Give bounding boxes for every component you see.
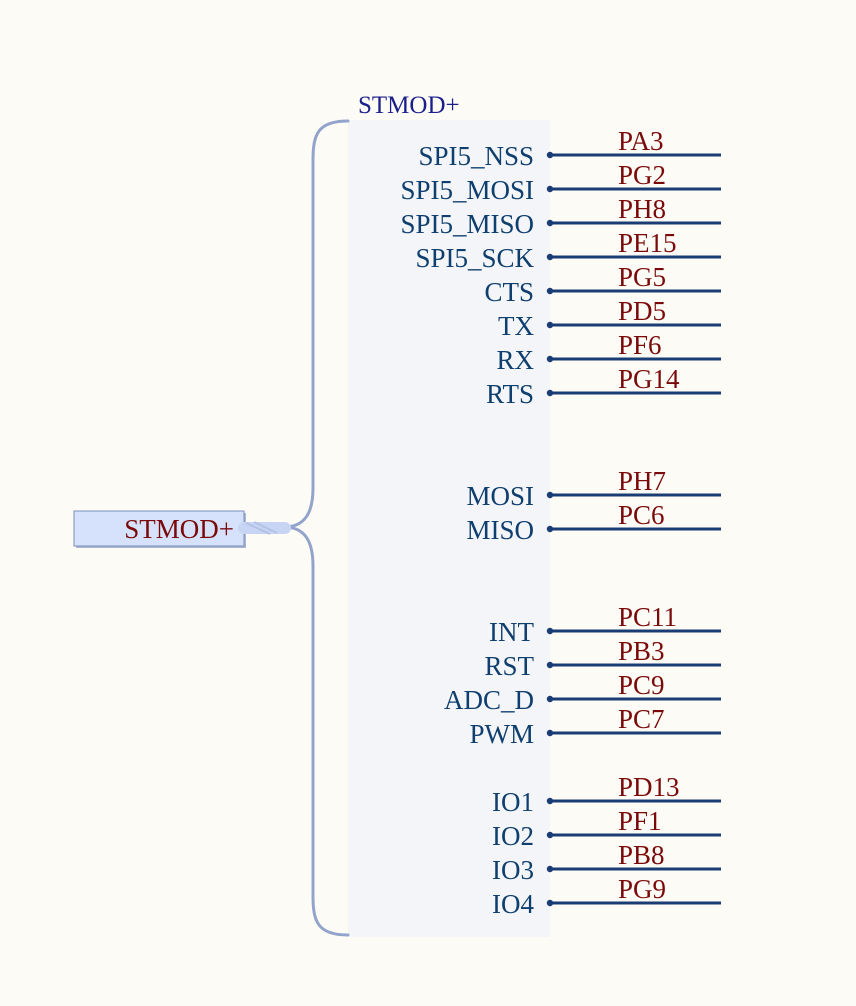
pin-connection-dot xyxy=(546,831,554,839)
pin-label: SPI5_NSS xyxy=(418,141,534,171)
harness-body[interactable] xyxy=(348,120,550,937)
pin-label: TX xyxy=(498,311,534,341)
net-label: PG5 xyxy=(618,262,666,292)
pin-label: IO3 xyxy=(492,855,534,885)
pin-label: RX xyxy=(496,345,534,375)
pin-connection-dot xyxy=(546,253,554,261)
pin-connection-dot xyxy=(546,525,554,533)
net-label: PC6 xyxy=(618,500,665,530)
pin-row[interactable]: SPI5_MISO PH8 xyxy=(400,194,721,239)
pin-label: IO2 xyxy=(492,821,534,851)
net-label: PG9 xyxy=(618,874,666,904)
pin-connection-dot xyxy=(546,151,554,159)
net-label: PC7 xyxy=(618,704,665,734)
pin-connection-dot xyxy=(546,695,554,703)
pin-connection-dot xyxy=(546,729,554,737)
pin-label: RTS xyxy=(486,379,534,409)
net-label: PD5 xyxy=(618,296,666,326)
pin-row[interactable]: IO3 PB8 xyxy=(492,840,721,885)
net-label: PF6 xyxy=(618,330,662,360)
net-label: PH7 xyxy=(618,466,666,496)
net-label: PA3 xyxy=(618,126,664,156)
pin-label: CTS xyxy=(484,277,534,307)
pin-row[interactable]: RX PF6 xyxy=(496,330,721,375)
pin-row[interactable]: RST PB3 xyxy=(484,636,721,681)
pin-label: SPI5_SCK xyxy=(415,243,534,273)
pin-connection-dot xyxy=(546,321,554,329)
net-label: PH8 xyxy=(618,194,666,224)
pin-row[interactable]: MOSI PH7 xyxy=(466,466,721,511)
net-label: PD13 xyxy=(618,772,680,802)
pin-row[interactable]: CTS PG5 xyxy=(484,262,721,307)
pin-label: PWM xyxy=(469,719,534,749)
net-label: PC11 xyxy=(618,602,677,632)
pin-row[interactable]: SPI5_NSS PA3 xyxy=(418,126,721,171)
pin-row[interactable]: MISO PC6 xyxy=(466,500,721,545)
pin-connection-dot xyxy=(546,355,554,363)
pin-connection-dot xyxy=(546,661,554,669)
pin-connection-dot xyxy=(546,627,554,635)
pin-label: ADC_D xyxy=(444,685,534,715)
pin-label: RST xyxy=(484,651,534,681)
pin-row[interactable]: IO2 PF1 xyxy=(492,806,721,851)
pin-label: IO4 xyxy=(492,889,534,919)
pin-label: INT xyxy=(489,617,534,647)
pin-row[interactable]: IO1 PD13 xyxy=(492,772,721,817)
pin-connection-dot xyxy=(546,389,554,397)
pin-connection-dot xyxy=(546,287,554,295)
net-label: PF1 xyxy=(618,806,662,836)
harness-port-label: STMOD+ xyxy=(124,514,234,544)
pin-row[interactable]: ADC_D PC9 xyxy=(444,670,721,715)
pin-label: MOSI xyxy=(466,481,534,511)
pin-label: MISO xyxy=(466,515,534,545)
pin-connection-dot xyxy=(546,865,554,873)
pin-row[interactable]: SPI5_MOSI PG2 xyxy=(400,160,721,205)
net-label: PC9 xyxy=(618,670,665,700)
pin-connection-dot xyxy=(546,491,554,499)
pin-row[interactable]: RTS PG14 xyxy=(486,364,721,409)
pin-row[interactable]: SPI5_SCK PE15 xyxy=(415,228,721,273)
net-label: PB8 xyxy=(618,840,665,870)
pin-row[interactable]: TX PD5 xyxy=(498,296,721,341)
pin-label: SPI5_MISO xyxy=(400,209,534,239)
pin-row[interactable]: IO4 PG9 xyxy=(492,874,721,919)
net-label: PE15 xyxy=(618,228,677,258)
net-label: PG2 xyxy=(618,160,666,190)
net-label: PB3 xyxy=(618,636,665,666)
harness-brace xyxy=(283,119,350,937)
harness-connector xyxy=(238,521,291,535)
harness-title: STMOD+ xyxy=(358,92,460,119)
pin-row[interactable]: PWM PC7 xyxy=(469,704,721,749)
pin-connection-dot xyxy=(546,185,554,193)
pin-connection-dot xyxy=(546,219,554,227)
pin-label: IO1 xyxy=(492,787,534,817)
pin-connection-dot xyxy=(546,899,554,907)
pin-connection-dot xyxy=(546,797,554,805)
harness-port[interactable]: STMOD+ xyxy=(73,510,246,548)
net-label: PG14 xyxy=(618,364,680,394)
pin-row[interactable]: INT PC11 xyxy=(489,602,721,647)
pin-label: SPI5_MOSI xyxy=(400,175,534,205)
